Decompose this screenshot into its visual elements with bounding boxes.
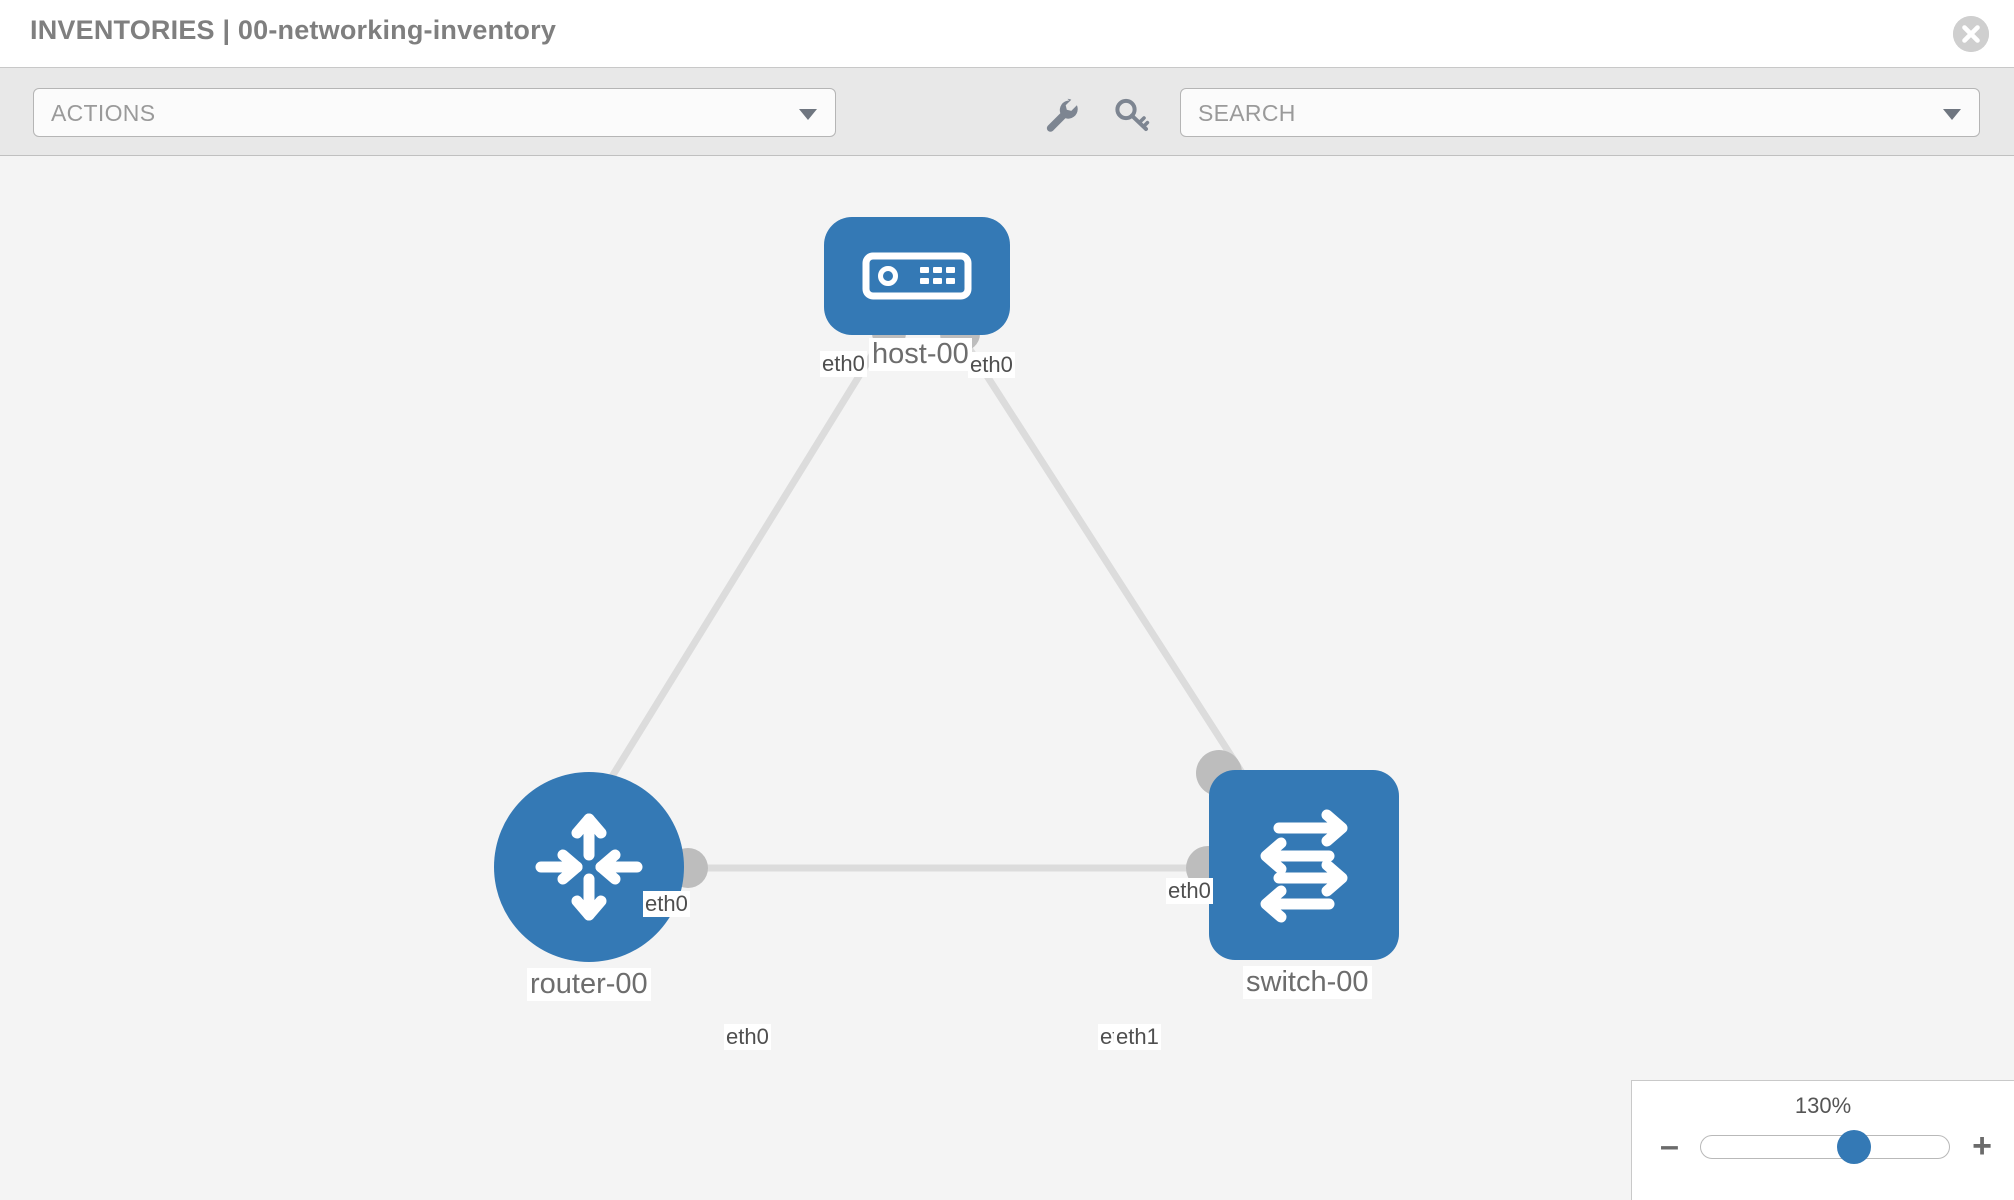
search-input[interactable]: SEARCH — [1180, 88, 1980, 137]
router-arrows-icon — [535, 813, 643, 921]
actions-dropdown-label: ACTIONS — [51, 100, 156, 126]
close-icon[interactable] — [1953, 16, 1989, 52]
edge-label-switch-up: eth0 — [1166, 878, 1213, 904]
edge-host-switch — [956, 330, 1252, 786]
zoom-in-button[interactable]: + — [1972, 1127, 1992, 1165]
key-icon[interactable] — [1113, 96, 1151, 134]
actions-dropdown[interactable]: ACTIONS — [33, 88, 836, 137]
edge-label-host-left: eth0 — [820, 351, 867, 377]
zoom-control-panel: 130% – + — [1631, 1080, 2014, 1200]
zoom-slider[interactable] — [1700, 1130, 1950, 1164]
edge-label-router-right: eth0 — [724, 1024, 771, 1050]
host-node-shape[interactable] — [824, 217, 1010, 335]
chevron-down-icon — [1943, 109, 1961, 120]
node-host-00[interactable] — [824, 217, 1010, 335]
node-router-00[interactable] — [494, 772, 684, 962]
toolbar: ACTIONS SEARCH — [0, 68, 2014, 156]
server-icon — [862, 252, 972, 300]
edge-label-router-up: eth0 — [643, 891, 690, 917]
switch-arrows-icon — [1260, 809, 1348, 923]
zoom-level-value: 130% — [1794, 1093, 1852, 1118]
switch-node-shape[interactable] — [1209, 770, 1399, 960]
edge-host-router — [596, 330, 889, 800]
zoom-out-button[interactable]: – — [1660, 1127, 1679, 1165]
node-label-host-00: host-00 — [869, 338, 972, 371]
router-node-shape[interactable] — [494, 772, 684, 962]
edge-label-switch-left-b: eth1 — [1114, 1024, 1161, 1050]
page-header: INVENTORIES | 00-networking-inventory — [0, 0, 2014, 68]
wrench-icon[interactable] — [1042, 96, 1080, 134]
zoom-slider-thumb[interactable] — [1837, 1130, 1871, 1164]
node-switch-00[interactable] — [1209, 770, 1399, 960]
node-label-router-00: router-00 — [527, 968, 651, 1001]
topology-edges — [596, 330, 1252, 872]
topology-canvas[interactable]: host-00 router-00 — [0, 156, 2014, 1200]
search-input-value: SEARCH — [1198, 100, 1296, 126]
topology-graph: host-00 router-00 — [0, 156, 2014, 1200]
node-label-switch-00: switch-00 — [1243, 966, 1372, 999]
page-title: INVENTORIES | 00-networking-inventory — [30, 15, 557, 45]
chevron-down-icon — [799, 109, 817, 120]
edge-label-host-right: eth0 — [968, 352, 1015, 378]
